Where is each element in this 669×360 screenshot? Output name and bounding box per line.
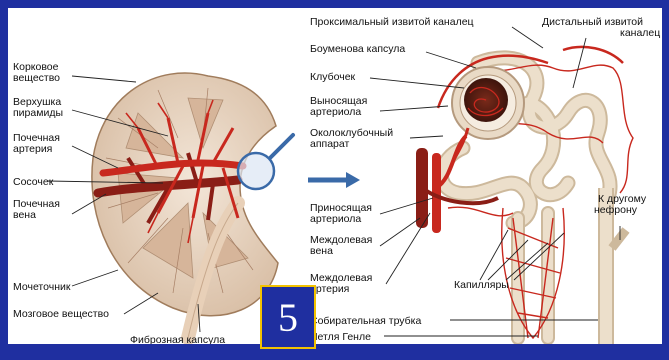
label-papilla: Сосочек	[13, 176, 54, 188]
label-fibrous-capsule: Фиброзная капсула	[130, 334, 225, 344]
label-capillaries: Капилляры	[454, 279, 509, 291]
label-proximal-tubule: Проксимальный извитой каналец	[310, 16, 474, 28]
label-medulla: Мозговое вещество	[13, 308, 109, 320]
transition-arrow-icon	[308, 172, 360, 188]
henle-loop-drawing	[518, 213, 548, 338]
label-henle-loop: Петля Генле	[310, 331, 371, 343]
label-glomerulus: Клубочек	[310, 71, 356, 83]
label-collecting-duct: Собирательная трубка	[310, 315, 422, 327]
label-bowman-capsule: Боуменова капсула	[310, 43, 405, 55]
label-ureter: Мочеточник	[13, 281, 71, 293]
page-number-badge: 5	[260, 285, 316, 349]
